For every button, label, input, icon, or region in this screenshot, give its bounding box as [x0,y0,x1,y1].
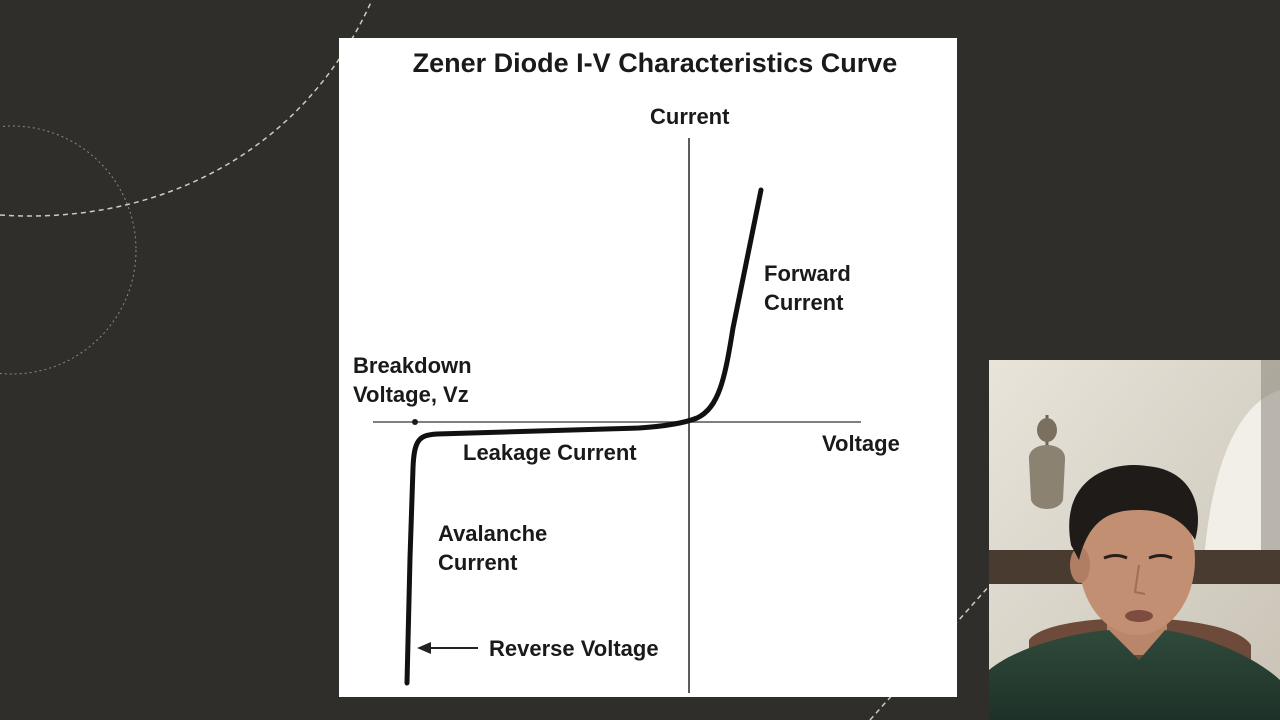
webcam-scene [989,360,1280,720]
breakdown-point-marker [412,419,418,425]
decorative-dashed-curve [0,0,373,217]
x-axis-label: Voltage [822,431,900,456]
presenter-webcam [989,360,1280,720]
breakdown-voltage-line-2: Voltage, Vz [353,382,469,407]
iv-curve [404,187,764,686]
y-axis-label: Current [650,104,730,129]
leakage-current-label: Leakage Current [463,440,637,465]
iv-curve-diagram [373,138,861,693]
forward-current-label: Forward Current [764,259,851,317]
reverse-voltage-label: Reverse Voltage [489,636,659,661]
forward-current-line-1: Forward [764,261,851,286]
breakdown-voltage-label: Breakdown Voltage, Vz [353,351,472,409]
breakdown-voltage-line-1: Breakdown [353,353,472,378]
avalanche-current-label: Avalanche Current [438,519,547,577]
diagram-slide: Zener Diode I-V Characteristics Curve Cu… [339,38,957,697]
reverse-voltage-arrowhead [417,642,431,654]
forward-current-line-2: Current [764,290,844,315]
avalanche-current-line-1: Avalanche [438,521,548,546]
decorative-circle [0,125,137,375]
avalanche-current-line-2: Current [438,550,518,575]
slide-title: Zener Diode I-V Characteristics Curve [412,48,898,78]
